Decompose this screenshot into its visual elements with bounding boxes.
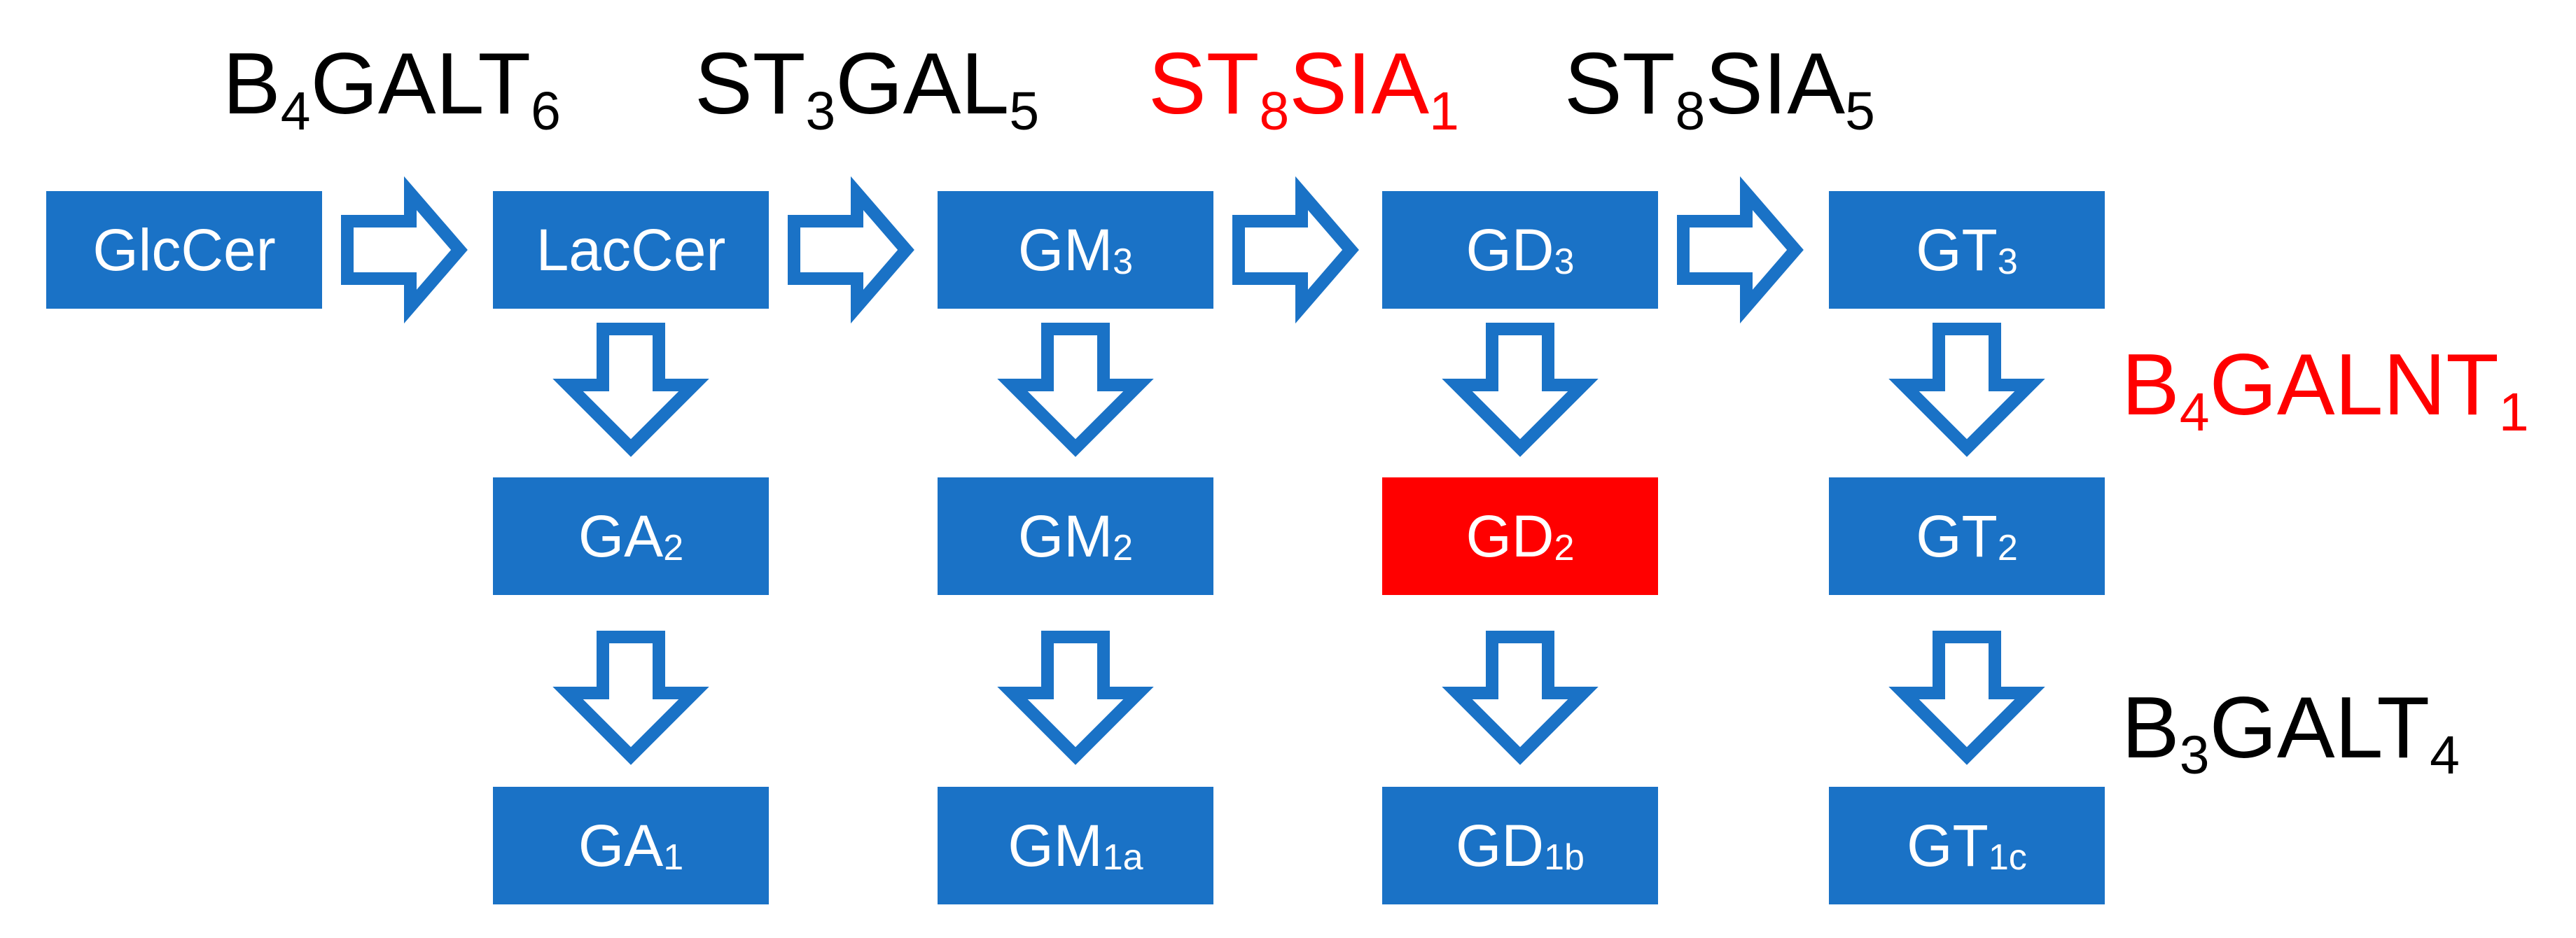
box-gd1b-label: GD: [1456, 812, 1545, 878]
enzyme-st8sia1-base: ST: [1148, 36, 1260, 132]
enzyme-b4galt6-base: B: [223, 36, 281, 132]
box-ga2-label: GA: [578, 503, 664, 569]
box-laccer: LacCer: [493, 191, 769, 309]
arrow-down-gd3-gd2: [1442, 323, 1599, 457]
box-gt3-label: GT: [1916, 216, 1998, 283]
enzyme-st3gal5-base: ST: [695, 36, 806, 132]
box-laccer-label: LacCer: [536, 216, 726, 283]
enzyme-st8sia5-mid: SIA: [1705, 36, 1846, 132]
enzyme-b4galnt1-sub1: 4: [2179, 382, 2210, 443]
enzyme-b4galnt1-mid: GALNT: [2209, 337, 2499, 433]
arrow-down-ga2-ga1: [552, 631, 709, 765]
arrow-right-glccer-laccer: [341, 176, 468, 324]
enzyme-b3galt4-sub1: 3: [2179, 725, 2210, 786]
enzyme-b4galt6: B4GALT6: [223, 41, 561, 139]
enzyme-b4galnt1-base: B: [2122, 337, 2180, 433]
enzyme-st3gal5-sub1: 3: [805, 81, 836, 142]
box-gm2-label: GM: [1017, 503, 1113, 569]
enzyme-st8sia1: ST8SIA1: [1148, 41, 1459, 139]
enzyme-st8sia1-sub1: 8: [1259, 81, 1290, 142]
box-gm1a-label: GM: [1008, 812, 1103, 878]
enzyme-st3gal5-sub2: 5: [1009, 81, 1040, 142]
enzyme-b4galnt1-sub2: 1: [2498, 382, 2529, 443]
enzyme-b4galt6-sub1: 4: [280, 81, 311, 142]
box-gt2-label: GT: [1916, 503, 1998, 569]
enzyme-st8sia5-sub2: 5: [1845, 81, 1875, 142]
enzyme-st8sia5: ST8SIA5: [1564, 41, 1875, 139]
box-gt1c-label: GT: [1907, 812, 1989, 878]
arrow-right-gd3-gt3: [1677, 176, 1804, 324]
arrow-down-gt3-gt2: [1888, 323, 2045, 457]
box-glccer: GlcCer: [46, 191, 322, 309]
arrow-down-gt2-gt1c: [1888, 631, 2045, 765]
arrow-down-laccer-ga2: [552, 323, 709, 457]
enzyme-st8sia1-mid: SIA: [1289, 36, 1430, 132]
arrow-down-gd2-gd1b: [1442, 631, 1599, 765]
enzyme-b3galt4-sub2: 4: [2430, 725, 2460, 786]
enzyme-b3galt4: B3GALT4: [2122, 685, 2460, 783]
enzyme-b3galt4-base: B: [2122, 680, 2180, 776]
enzyme-st3gal5: ST3GAL5: [695, 41, 1039, 139]
arrow-down-gm2-gm1a: [997, 631, 1154, 765]
enzyme-st8sia5-base: ST: [1564, 36, 1676, 132]
box-ga1-label: GA: [578, 812, 664, 878]
enzyme-b4galnt1: B4GALNT1: [2122, 342, 2529, 440]
box-gm3-label: GM: [1017, 216, 1113, 283]
arrow-down-gm3-gm2: [997, 323, 1154, 457]
box-gd3-label: GD: [1465, 216, 1554, 283]
box-glccer-label: GlcCer: [92, 216, 276, 283]
enzyme-st3gal5-mid: GAL: [835, 36, 1010, 132]
enzyme-st8sia1-sub2: 1: [1429, 81, 1459, 142]
arrow-right-laccer-gm3: [788, 176, 914, 324]
enzyme-b4galt6-sub2: 6: [531, 81, 561, 142]
box-gd2-label: GD: [1465, 503, 1554, 569]
enzyme-st8sia5-sub1: 8: [1675, 81, 1706, 142]
arrow-right-gm3-gd3: [1232, 176, 1359, 324]
enzyme-b3galt4-mid: GALT: [2209, 680, 2430, 776]
enzyme-b4galt6-mid: GALT: [310, 36, 531, 132]
